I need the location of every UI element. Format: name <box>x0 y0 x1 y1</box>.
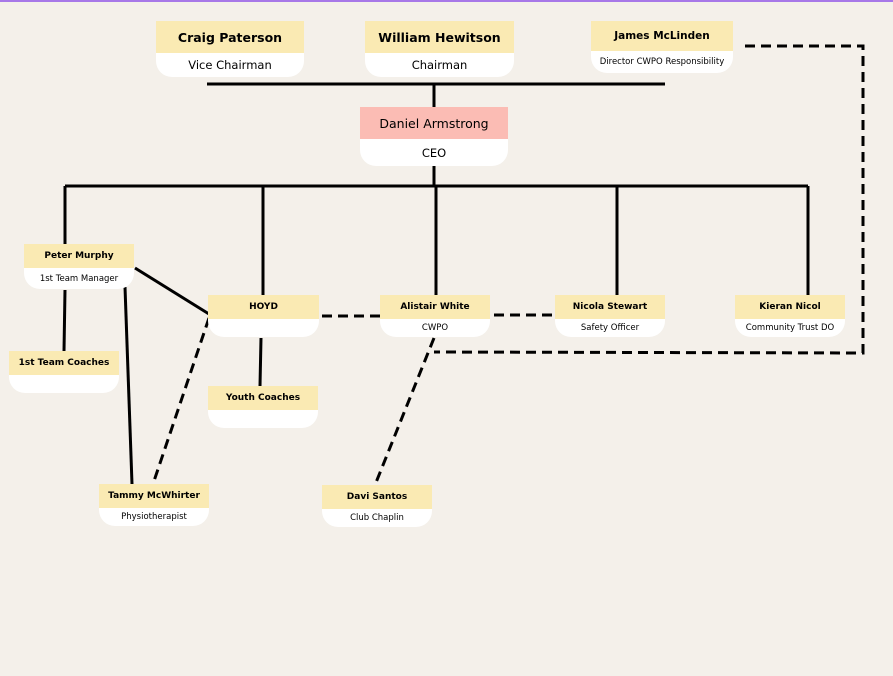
peter-to-hoyd-link <box>134 266 210 316</box>
node-name: Daniel Armstrong <box>360 107 508 139</box>
node-name: James McLinden <box>591 21 733 51</box>
node-name: William Hewitson <box>365 21 514 53</box>
node-role: 1st Team Manager <box>24 268 134 289</box>
node-role <box>208 319 319 337</box>
node-kieran-nicol: Kieran Nicol Community Trust DO <box>735 295 845 337</box>
node-role: Safety Officer <box>555 319 665 337</box>
node-nicola-stewart: Nicola Stewart Safety Officer <box>555 295 665 337</box>
node-role: Director CWPO Responsibility <box>591 51 733 73</box>
node-role: Community Trust DO <box>735 319 845 337</box>
node-1st-team-coaches: 1st Team Coaches <box>9 351 119 393</box>
hoyd-to-tammy-dashed <box>151 317 211 485</box>
peter-to-coaches-link <box>62 289 67 352</box>
node-alistair-white: Alistair White CWPO <box>380 295 490 337</box>
node-james-mclinden: James McLinden Director CWPO Responsibil… <box>591 21 733 73</box>
node-name: Youth Coaches <box>208 386 318 410</box>
node-role: CWPO <box>380 319 490 337</box>
node-role: Vice Chairman <box>156 53 304 77</box>
node-name: HOYD <box>208 295 319 319</box>
node-role <box>208 410 318 428</box>
node-name: Craig Paterson <box>156 21 304 53</box>
node-name: Davi Santos <box>322 485 432 509</box>
node-tammy-mcwhirter: Tammy McWhirter Physiotherapist <box>99 484 209 526</box>
node-name: Kieran Nicol <box>735 295 845 319</box>
node-daniel-armstrong: Daniel Armstrong CEO <box>360 107 508 166</box>
node-name: Nicola Stewart <box>555 295 665 319</box>
peter-to-tammy-link <box>123 286 134 485</box>
node-hoyd: HOYD <box>208 295 319 337</box>
alistair-to-davi-dashed <box>373 337 436 486</box>
node-william-hewitson: William Hewitson Chairman <box>365 21 514 77</box>
node-role <box>9 375 119 393</box>
node-davi-santos: Davi Santos Club Chaplin <box>322 485 432 527</box>
node-role: Club Chaplin <box>322 509 432 527</box>
hoyd-to-youth-link <box>258 337 263 387</box>
node-peter-murphy: Peter Murphy 1st Team Manager <box>24 244 134 289</box>
node-name: 1st Team Coaches <box>9 351 119 375</box>
node-name: Tammy McWhirter <box>99 484 209 508</box>
node-craig-paterson: Craig Paterson Vice Chairman <box>156 21 304 77</box>
node-role: Physiotherapist <box>99 508 209 526</box>
node-name: Alistair White <box>380 295 490 319</box>
node-youth-coaches: Youth Coaches <box>208 386 318 428</box>
top-accent-bar <box>0 0 893 2</box>
node-role: CEO <box>360 139 508 166</box>
node-role: Chairman <box>365 53 514 77</box>
node-name: Peter Murphy <box>24 244 134 268</box>
